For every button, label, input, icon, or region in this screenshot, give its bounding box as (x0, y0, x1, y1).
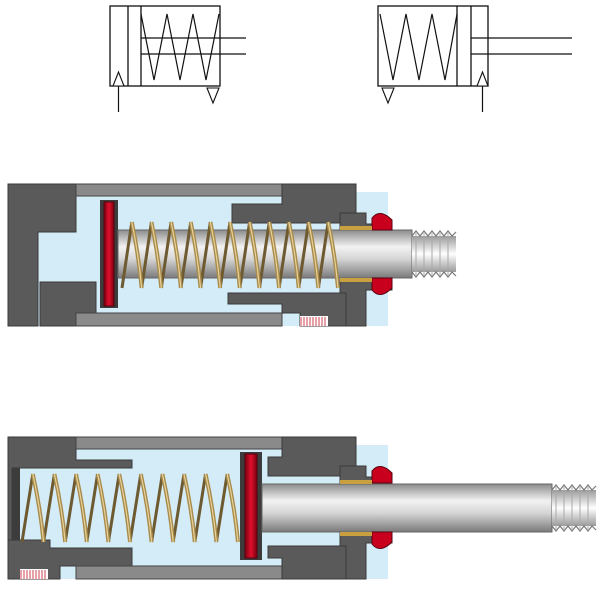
return-spring (20, 473, 240, 543)
spring-coil-back (106, 473, 121, 543)
spring-coil-back (218, 221, 232, 289)
spring-coil-highlight (205, 473, 217, 543)
spring-coil-back (128, 473, 143, 543)
spring-coil-back (171, 473, 186, 543)
spring-coil-highlight (170, 221, 182, 289)
exhaust-port-arrow (206, 87, 220, 105)
spring-coil-back (140, 221, 153, 289)
spring-coil-highlight (288, 221, 300, 289)
spring-coil-highlight (32, 473, 45, 543)
barrel-top (75, 436, 283, 450)
piston-seal (244, 453, 258, 559)
spring-coil-highlight (97, 473, 109, 543)
rod-bushing (340, 532, 372, 536)
return-spring (120, 221, 340, 289)
spring-coil-highlight (150, 221, 162, 289)
barrel-top (75, 183, 283, 197)
vent-mesh-lines (20, 570, 46, 579)
spring-coil-highlight (183, 473, 196, 543)
spring-coil-back (214, 473, 229, 543)
symbol-spring-return (377, 5, 572, 112)
spring-coil-back (297, 221, 311, 289)
spring-coil-back (85, 473, 100, 543)
vent-mesh-lines (300, 317, 326, 326)
barrel-bottom (75, 312, 283, 327)
rod-seal-top (371, 466, 393, 484)
spring-coil-highlight (53, 473, 66, 543)
section-retracted (7, 183, 457, 327)
section-extended (7, 436, 597, 580)
spring-coil-back (193, 473, 208, 543)
spring-coil-highlight (118, 473, 131, 543)
vent-mesh (20, 569, 48, 579)
spring-coil-back (150, 473, 164, 543)
spring-coil-highlight (307, 221, 319, 289)
spring-coil-highlight (209, 221, 221, 289)
rod-thread (411, 230, 457, 278)
spring-coil-highlight (249, 221, 261, 289)
spring-coil-back (316, 221, 330, 289)
piston-rod (261, 483, 553, 533)
spring-coil-highlight (327, 221, 339, 289)
rod-seal-top (371, 213, 393, 231)
spring-coil-back (159, 221, 173, 289)
spring-coil-highlight (75, 473, 88, 543)
spring-coil-highlight (229, 221, 241, 289)
symbol-spring (140, 13, 220, 81)
rod-end-cap (267, 436, 357, 477)
spring-coil-highlight (131, 221, 143, 289)
exhaust-port-arrow (381, 87, 395, 105)
rod-bushing (340, 278, 372, 282)
rod-bushing (340, 226, 372, 230)
symbol-body (109, 5, 221, 87)
rod-seal-bottom (371, 277, 393, 295)
vent-mesh (300, 316, 328, 326)
rod-thread (551, 484, 597, 532)
spring-coil-back (63, 473, 78, 543)
spring-coil-back (257, 221, 271, 289)
spring-seat (12, 468, 20, 540)
spring-coil-highlight (268, 221, 280, 289)
spring-coil-highlight (226, 473, 239, 543)
spring-coil-back (277, 221, 291, 289)
symbol-spring (379, 13, 458, 81)
spring-coil-back (199, 221, 212, 289)
piston-seal (103, 201, 115, 307)
rod-bushing (340, 480, 372, 484)
spring-coil-back (238, 221, 252, 289)
spring-coil-highlight (190, 221, 202, 289)
spring-coil-highlight (140, 473, 153, 543)
rod-seal-bottom (371, 531, 393, 549)
symbol-spring-extend (109, 5, 246, 112)
spring-coil-back (120, 221, 134, 289)
spring-coil-highlight (161, 473, 174, 543)
spring-coil-back (20, 473, 35, 543)
spring-coil-back (179, 221, 193, 289)
spring-coil-back (42, 473, 56, 543)
barrel-bottom (75, 565, 283, 580)
